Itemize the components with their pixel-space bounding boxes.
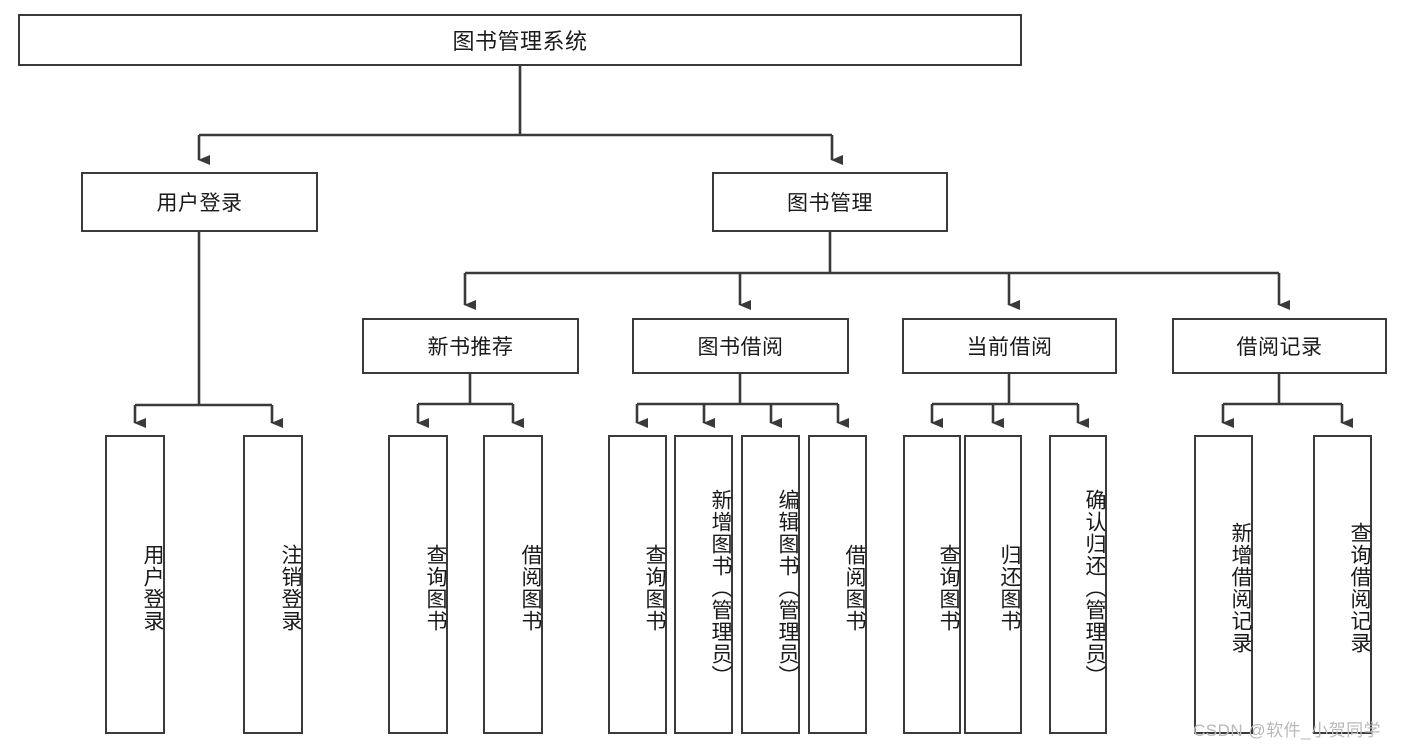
leaf-query-borrow-record[interactable]: 查询借阅记录 — [1313, 435, 1372, 734]
leaf-logout[interactable]: 注销登录 — [243, 435, 303, 734]
leaf-return-book[interactable]: 归还图书 — [964, 435, 1022, 734]
leaf-label: 用户登录 — [141, 543, 164, 632]
csdn-watermark: CSDN @软件_小贺同学 — [1193, 721, 1382, 740]
leaf-label: 查询图书 — [424, 543, 447, 632]
leaf-label: 查询借阅记录 — [1348, 521, 1371, 654]
node-user-login[interactable]: 用户登录 — [81, 172, 318, 232]
node-current-borrow[interactable]: 当前借阅 — [902, 318, 1117, 374]
leaf-user-login[interactable]: 用户登录 — [105, 435, 165, 734]
leaf-label: 注销登录 — [279, 543, 302, 632]
leaf-label: 借阅图书 — [519, 543, 542, 632]
node-borrow-record-label: 借阅记录 — [1236, 336, 1323, 359]
node-root[interactable]: 图书管理系统 — [18, 14, 1022, 66]
node-book-management[interactable]: 图书管理 — [712, 172, 948, 232]
node-new-book-recommend[interactable]: 新书推荐 — [362, 318, 579, 374]
leaf-label: 新增图书（管理员） — [709, 488, 732, 687]
leaf-label: 新增借阅记录 — [1229, 521, 1252, 654]
node-book-management-label: 图书管理 — [787, 192, 873, 215]
leaf-query-book-current[interactable]: 查询图书 — [903, 435, 961, 734]
leaf-borrow-book-recommend[interactable]: 借阅图书 — [483, 435, 543, 734]
leaf-edit-book-admin[interactable]: 编辑图书（管理员） — [741, 435, 800, 734]
leaf-label: 确认归还（管理员） — [1083, 488, 1106, 687]
leaf-label: 编辑图书（管理员） — [776, 488, 799, 687]
node-new-book-recommend-label: 新书推荐 — [427, 336, 514, 359]
leaf-label: 查询图书 — [643, 543, 666, 632]
leaf-label: 归还图书 — [998, 543, 1021, 632]
leaf-query-book-recommend[interactable]: 查询图书 — [388, 435, 448, 734]
leaf-label: 查询图书 — [937, 543, 960, 632]
leaf-label: 借阅图书 — [843, 543, 866, 632]
leaf-add-book-admin[interactable]: 新增图书（管理员） — [674, 435, 733, 734]
node-borrow-record[interactable]: 借阅记录 — [1172, 318, 1387, 374]
node-current-borrow-label: 当前借阅 — [966, 336, 1053, 359]
node-book-borrow[interactable]: 图书借阅 — [632, 318, 849, 374]
node-book-borrow-label: 图书借阅 — [697, 336, 784, 359]
leaf-borrow-book[interactable]: 借阅图书 — [808, 435, 867, 734]
leaf-add-borrow-record[interactable]: 新增借阅记录 — [1194, 435, 1253, 734]
leaf-confirm-return-admin[interactable]: 确认归还（管理员） — [1049, 435, 1107, 734]
leaf-query-book-borrow[interactable]: 查询图书 — [608, 435, 667, 734]
node-user-login-label: 用户登录 — [156, 192, 243, 215]
node-root-label: 图书管理系统 — [452, 29, 588, 54]
